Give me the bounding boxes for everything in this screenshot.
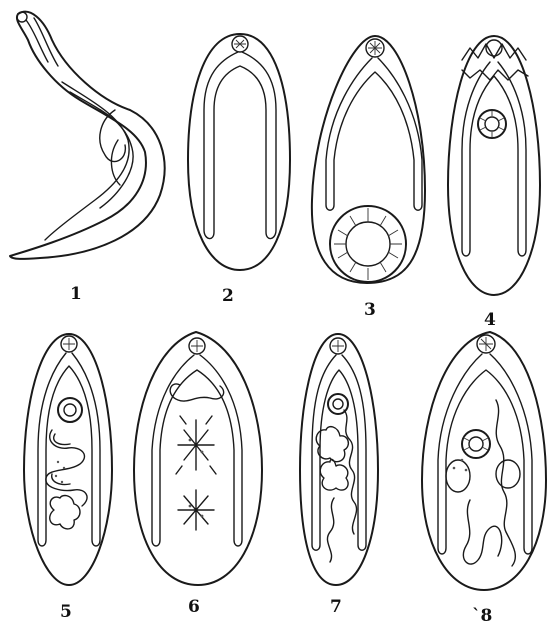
panel-label-7: 7: [330, 597, 342, 617]
panel-label-3: 3: [364, 300, 376, 320]
specimen-1-drawing: [10, 12, 165, 259]
specimen-2-drawing: [188, 34, 290, 270]
specimen-8-drawing: [422, 332, 546, 590]
panel-label-4: 4: [484, 310, 496, 330]
specimen-3-drawing: [312, 36, 425, 283]
panel-label-8: `8: [472, 606, 492, 626]
specimen-7-drawing: [300, 334, 378, 585]
panel-label-6: 6: [188, 597, 200, 617]
panel-label-2: 2: [222, 286, 234, 306]
specimen-4-drawing: [448, 36, 540, 295]
panel-label-5: 5: [60, 602, 72, 622]
specimen-5-drawing: [24, 334, 112, 585]
specimen-6-drawing: [134, 332, 262, 585]
panel-label-1: 1: [70, 284, 82, 304]
